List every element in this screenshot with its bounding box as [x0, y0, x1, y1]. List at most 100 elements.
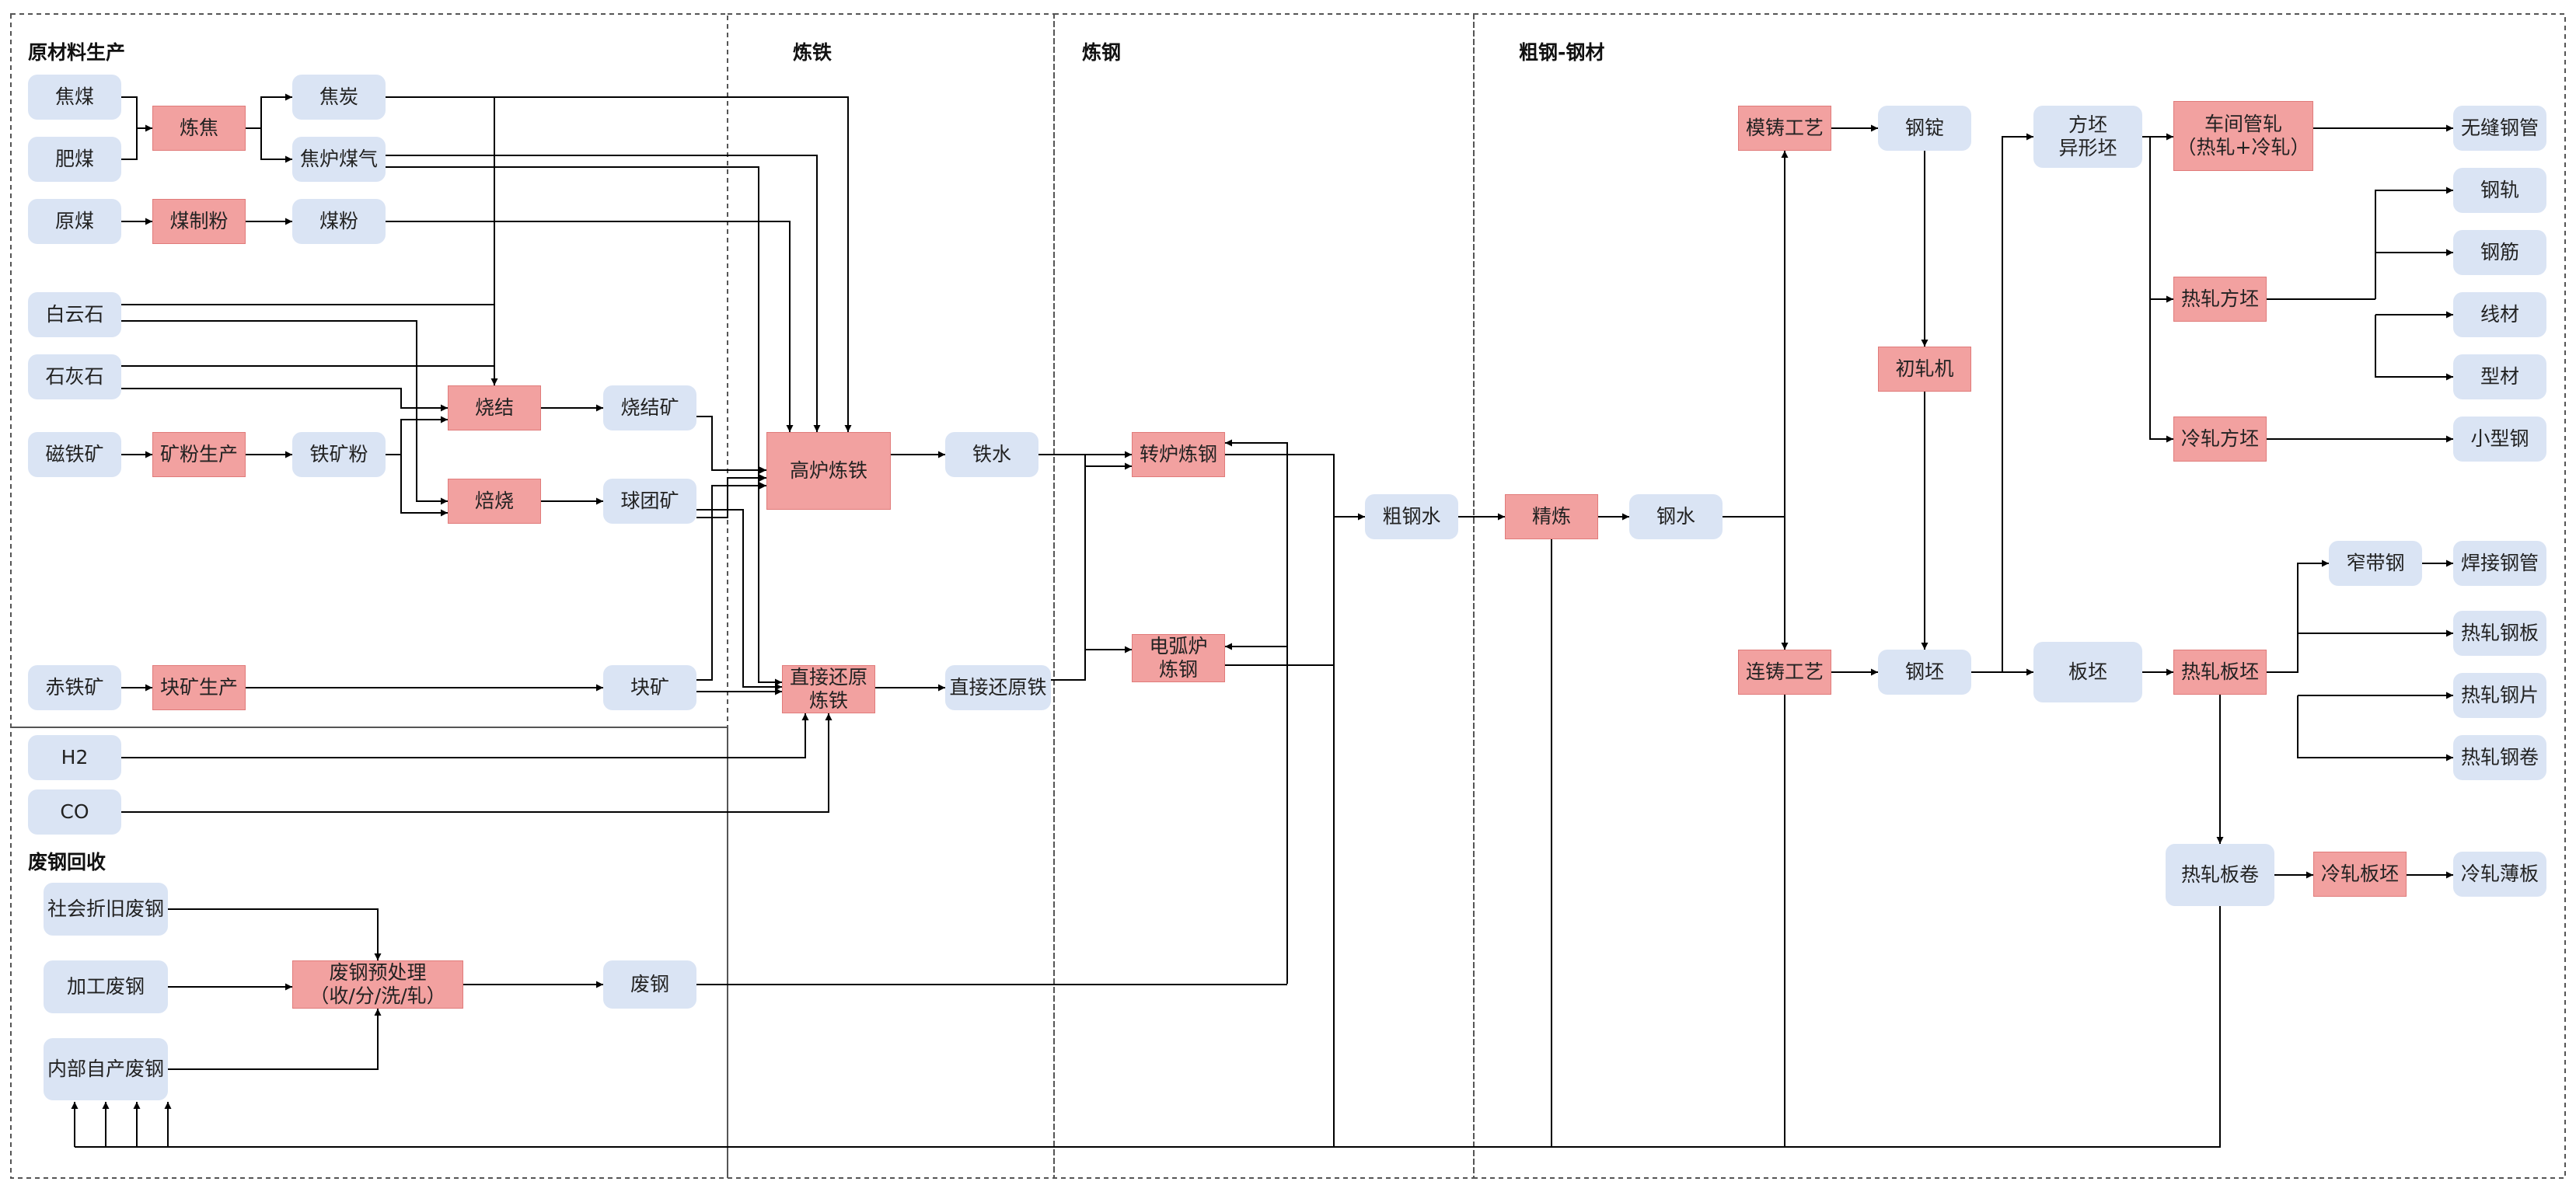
- edge-social-scrap-to-pre: [168, 908, 382, 960]
- edge-dri-to-bof: [1051, 462, 1132, 681]
- node-co: CO: [28, 789, 121, 835]
- edge-internal-scrap-to-pre: [168, 1009, 382, 1070]
- edge-hot-metal-to-eaf: [1084, 455, 1132, 654]
- node-hot-metal: 铁水: [945, 432, 1038, 477]
- edge-square-to-hot-square: [2149, 137, 2173, 303]
- node-welded-pipe: 焊接钢管: [2453, 541, 2546, 586]
- node-narrow-strip: 窄带钢: [2329, 541, 2422, 586]
- node-coal-powder: 煤粉: [292, 199, 386, 244]
- node-dolomite: 白云石: [28, 292, 121, 337]
- section-title-rolling: 粗钢-钢材: [1519, 41, 1605, 64]
- node-internal-scrap: 内部自产废钢: [44, 1038, 168, 1100]
- node-cold-sheet: 冷轧薄板: [2453, 852, 2546, 897]
- node-rail: 钢轨: [2453, 168, 2546, 213]
- node-workshop-tube-rolling: 车间管轧 （热轧+冷轧）: [2173, 101, 2313, 171]
- edge-eaf-to-crude: [1225, 517, 1335, 666]
- node-cold-slab: 冷轧板坯: [2313, 852, 2407, 897]
- node-dri: 直接还原铁: [945, 665, 1051, 710]
- edge-hot-square-to-section: [2375, 315, 2453, 381]
- node-scrap: 废钢: [603, 960, 696, 1009]
- node-sinter-ore: 烧结矿: [603, 385, 696, 430]
- node-blooming-mill: 初轧机: [1878, 347, 1971, 392]
- section-title-scrap: 废钢回收: [28, 851, 106, 873]
- node-roasting: 焙烧: [448, 479, 541, 524]
- node-ingot: 钢锭: [1878, 106, 1971, 151]
- section-border-iron: [727, 13, 1055, 1179]
- node-iron-powder: 铁矿粉: [292, 432, 386, 477]
- node-slab: 板坯: [2033, 642, 2142, 702]
- node-magnetite: 磁铁矿: [28, 432, 121, 477]
- node-seamless-tube: 无缝钢管: [2453, 106, 2546, 151]
- edge-return-bus: [75, 906, 2221, 1148]
- node-hot-sheet: 热轧钢片: [2453, 673, 2546, 718]
- section-border-scrap: [10, 727, 728, 1179]
- edge-coke-to-bf: [386, 96, 852, 432]
- edge-pellet-to-bf: [696, 474, 766, 518]
- edge-bof-to-crude: [1225, 454, 1365, 521]
- edge-dolomite-to-roasting: [121, 320, 448, 505]
- node-hematite: 赤铁矿: [28, 665, 121, 710]
- node-small-section: 小型钢: [2453, 417, 2546, 462]
- edge-scrap-to-bof: [1225, 439, 1288, 984]
- edge-limestone-to-sintering-2: [121, 388, 448, 412]
- edge-hot-slab-to-coil-product: [2297, 695, 2453, 762]
- edge-coke-gas-to-bf: [386, 155, 821, 432]
- node-coke-gas: 焦炉煤气: [292, 137, 386, 182]
- node-bof: 转炉炼钢: [1132, 432, 1225, 477]
- node-social-scrap: 社会折旧废钢: [44, 883, 168, 936]
- edge-coking-coal-to-coking: [121, 96, 152, 132]
- edge-coking-to-coke: [246, 93, 292, 129]
- section-title-steel: 炼钢: [1082, 41, 1122, 64]
- edge-billet-to-square: [1971, 133, 2033, 673]
- edge-coal-powder-to-bf: [386, 221, 794, 432]
- section-border-steel: [1053, 13, 1475, 1179]
- edge-square-to-cold-square: [2149, 299, 2173, 443]
- node-refining: 精炼: [1505, 494, 1598, 539]
- node-cold-square-billet: 冷轧方坯: [2173, 417, 2267, 462]
- node-section-steel: 型材: [2453, 354, 2546, 399]
- node-lump-ore: 块矿: [603, 665, 696, 710]
- node-fat-coal: 肥煤: [28, 137, 121, 182]
- node-sintering: 烧结: [448, 385, 541, 430]
- edge-hot-square-to-rail: [2375, 186, 2453, 299]
- node-crude-steel: 粗钢水: [1365, 494, 1458, 539]
- section-border-rolling: [1473, 13, 2566, 1179]
- node-hot-plate: 热轧钢板: [2453, 611, 2546, 656]
- edge-fat-coal-to-coking: [121, 128, 138, 160]
- edge-lump-ore-to-bf: [696, 482, 766, 681]
- edge-h2-to-dr: [121, 713, 809, 758]
- node-coal-milling: 煤制粉: [152, 199, 246, 244]
- node-raw-coal: 原煤: [28, 199, 121, 244]
- edge-molten-to-ingot-casting: [1723, 151, 1789, 518]
- edge-hot-slab-to-narrow: [2267, 559, 2329, 673]
- node-lump-prod: 块矿生产: [152, 665, 246, 710]
- edge-sinter-ore-to-bf: [696, 416, 766, 474]
- node-hot-slab: 热轧板坯: [2173, 650, 2267, 695]
- node-molten-steel: 钢水: [1629, 494, 1723, 539]
- node-hot-coil-product: 热轧钢卷: [2453, 735, 2546, 780]
- node-billet-blank: 钢坯: [1878, 650, 1971, 695]
- node-process-scrap: 加工废钢: [44, 960, 168, 1013]
- edge-group: [71, 93, 2453, 1148]
- node-wire-rod: 线材: [2453, 292, 2546, 337]
- edge-co-to-dr: [121, 713, 832, 813]
- node-limestone: 石灰石: [28, 354, 121, 399]
- node-h2: H2: [28, 735, 121, 780]
- edge-iron-powder-to-sintering: [386, 416, 448, 455]
- node-direct-reduction: 直接还原 炼铁: [782, 665, 875, 713]
- node-hot-coil: 热轧板卷: [2166, 844, 2274, 906]
- node-coking: 炼焦: [152, 106, 246, 151]
- node-ore-powder-prod: 矿粉生产: [152, 432, 246, 477]
- edge-coke-gas-to-dr: [386, 166, 782, 686]
- node-continuous-casting: 连铸工艺: [1738, 650, 1831, 695]
- node-ingot-casting: 模铸工艺: [1738, 106, 1831, 151]
- node-eaf: 电弧炉 炼钢: [1132, 634, 1225, 682]
- node-coking-coal: 焦煤: [28, 75, 121, 120]
- edge-pellet-to-dr: [696, 509, 782, 691]
- node-coke: 焦炭: [292, 75, 386, 120]
- node-pellet: 球团矿: [603, 479, 696, 524]
- node-rebar: 钢筋: [2453, 230, 2546, 275]
- edge-iron-powder-to-roasting: [400, 455, 448, 517]
